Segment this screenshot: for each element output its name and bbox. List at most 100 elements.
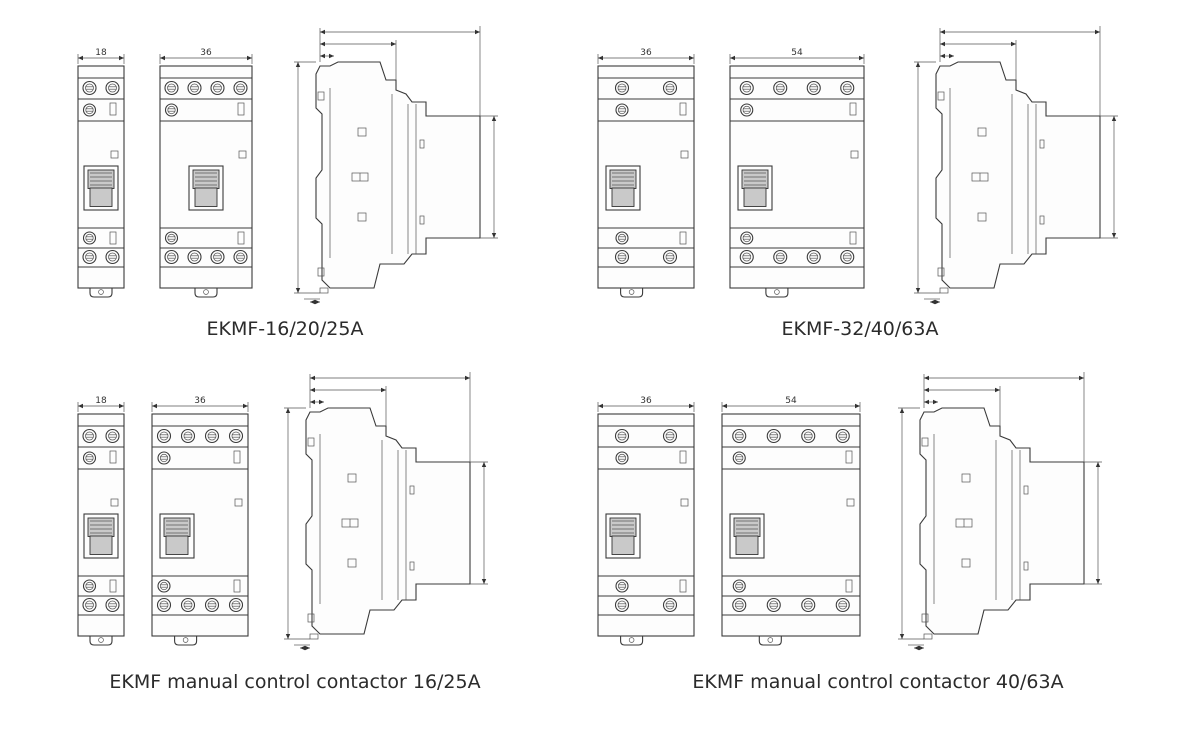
terminal-screw (773, 80, 788, 96)
terminal-screw-inner (735, 453, 744, 463)
side-slot (409, 561, 415, 571)
terminal-screw (187, 80, 202, 96)
arrow-head (78, 403, 83, 409)
arrow-head (1095, 462, 1101, 467)
terminal-screw (180, 428, 196, 444)
terminal-screw-inner (167, 252, 176, 262)
terminal-screw-inner (190, 83, 199, 93)
side-slot (977, 127, 987, 137)
terminal-screw (614, 80, 630, 96)
terminal-screw (233, 80, 248, 96)
arrow-head (1111, 233, 1117, 238)
terminal-screw-inner (617, 252, 627, 262)
side-slot (307, 437, 315, 447)
indicator-slot (233, 579, 241, 593)
terminal-screw (739, 249, 754, 265)
terminal-screw-inner (734, 600, 744, 610)
arrow-head (935, 299, 940, 305)
arrow-head (310, 387, 315, 393)
arrow-head (924, 375, 929, 381)
arrow-head (940, 41, 945, 47)
terminal-screw (157, 451, 171, 465)
indicator-slot (109, 231, 117, 245)
side-profile (935, 61, 1101, 289)
terminal-screw (662, 428, 678, 444)
terminal-screw (615, 103, 629, 117)
terminal-screw-inner (742, 105, 751, 115)
terminal-screw (615, 451, 629, 465)
din-clip-hole (774, 289, 780, 295)
din-clip-hole (628, 637, 635, 643)
caption-manual-40-63a: EKMF manual control contactor 40/63A (692, 671, 1064, 693)
terminal-screw (732, 579, 746, 593)
indicator-slot (679, 231, 687, 245)
din-clip (194, 288, 218, 298)
terminal-screw (662, 80, 678, 96)
indicator-slot (679, 450, 687, 464)
arrow-head (1079, 375, 1084, 381)
arrow-head (465, 375, 470, 381)
terminal-screw (840, 249, 855, 265)
terminal-screw (806, 80, 821, 96)
arrow-head (320, 41, 325, 47)
terminal-screw-inner (617, 581, 627, 591)
terminal-screw (835, 597, 850, 613)
front-view: 18 (77, 396, 125, 646)
terminal-screw-inner (167, 83, 176, 93)
side-slot (961, 473, 971, 483)
arrow-head (481, 462, 487, 467)
terminal-screw-inner (85, 105, 94, 115)
dimension-label: 36 (640, 48, 652, 58)
side-slot (317, 91, 325, 101)
arrow-head (1111, 116, 1117, 121)
terminal-screw (662, 597, 678, 613)
arrow-head (315, 299, 320, 305)
terminal-screw (662, 249, 678, 265)
side-profile (305, 407, 471, 635)
terminal-screw-inner (665, 431, 675, 441)
din-clip (765, 288, 789, 298)
arrow-head (491, 233, 497, 238)
terminal-screw-inner (617, 105, 627, 115)
arrow-head (78, 55, 83, 61)
manual-handle (605, 513, 641, 559)
terminal-screw (614, 249, 630, 265)
terminal-screw (105, 428, 120, 444)
terminal-screw (210, 80, 225, 96)
terminal-screw-inner (108, 83, 117, 93)
terminal-screw-inner (809, 252, 819, 262)
arrow-head (730, 55, 735, 61)
terminal-screw-inner (838, 431, 848, 441)
side-slot (347, 558, 357, 568)
arrow-head (899, 408, 905, 413)
side-slot (347, 473, 357, 483)
indicator-slot (109, 579, 117, 593)
indicator-slot (849, 102, 857, 116)
arrow-head (924, 399, 929, 405)
arrow-head (285, 408, 291, 413)
terminal-screw-inner (236, 252, 245, 262)
front-view: 36 (597, 396, 695, 646)
terminal-screw-inner (742, 83, 752, 93)
arrow-head (247, 55, 252, 61)
terminal-screw-inner (85, 233, 94, 243)
terminal-screw-inner (617, 453, 627, 463)
side-slot (357, 212, 367, 222)
terminal-screw-inner (159, 581, 169, 591)
terminal-screw-inner (735, 581, 744, 591)
terminal-screw (164, 80, 179, 96)
indicator-slot (679, 102, 687, 116)
arrow-head (310, 299, 315, 305)
terminal-screw (187, 249, 202, 265)
terminal-screw-inner (617, 83, 627, 93)
side-slot (317, 267, 325, 277)
terminal-screw (105, 249, 120, 265)
foot (309, 633, 319, 640)
manual-handle (159, 513, 195, 559)
caption-manual-16-25a: EKMF manual control contactor 16/25A (109, 671, 481, 693)
status-window (110, 150, 119, 159)
terminal-screw (806, 249, 821, 265)
side-slot (409, 485, 415, 495)
terminal-screw-inner (838, 600, 848, 610)
